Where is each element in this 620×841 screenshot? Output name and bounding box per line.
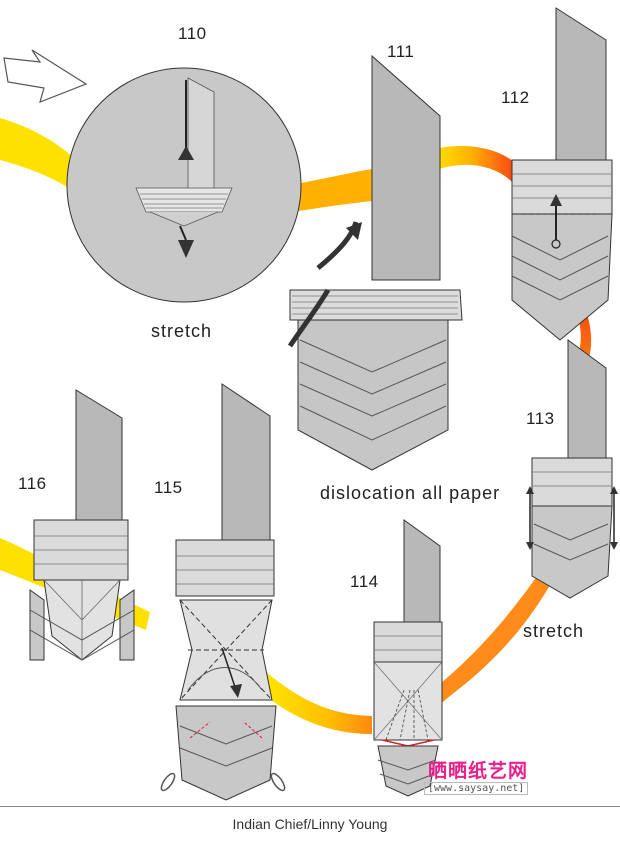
caption-stretch-110: stretch [151, 321, 213, 341]
watermark-url: [www.saysay.net] [424, 782, 529, 795]
step-115-label: 115 [154, 478, 183, 497]
direction-arrow-icon [3, 49, 88, 104]
step-115-figure [160, 383, 286, 801]
step-111-label: 111 [387, 42, 415, 61]
footer-credit: Indian Chief/Linny Young [232, 816, 388, 832]
step-110-figure [66, 67, 302, 303]
step-113-figure [526, 339, 618, 599]
footer-divider [0, 806, 620, 807]
step-114-figure [373, 519, 443, 797]
watermark-logo: 晒晒纸艺网 [428, 760, 529, 782]
caption-dislocation: dislocation all paper [320, 483, 501, 503]
step-116-figure [29, 389, 135, 661]
step-116-label: 116 [18, 474, 47, 493]
caption-stretch-113: stretch [523, 621, 585, 641]
step-112-figure [511, 7, 613, 341]
step-113-label: 113 [526, 409, 555, 428]
step-111-figure [287, 54, 463, 471]
step-110-label: 110 [178, 24, 207, 43]
step-112-label: 112 [501, 88, 530, 107]
step-114-label: 114 [350, 572, 379, 591]
